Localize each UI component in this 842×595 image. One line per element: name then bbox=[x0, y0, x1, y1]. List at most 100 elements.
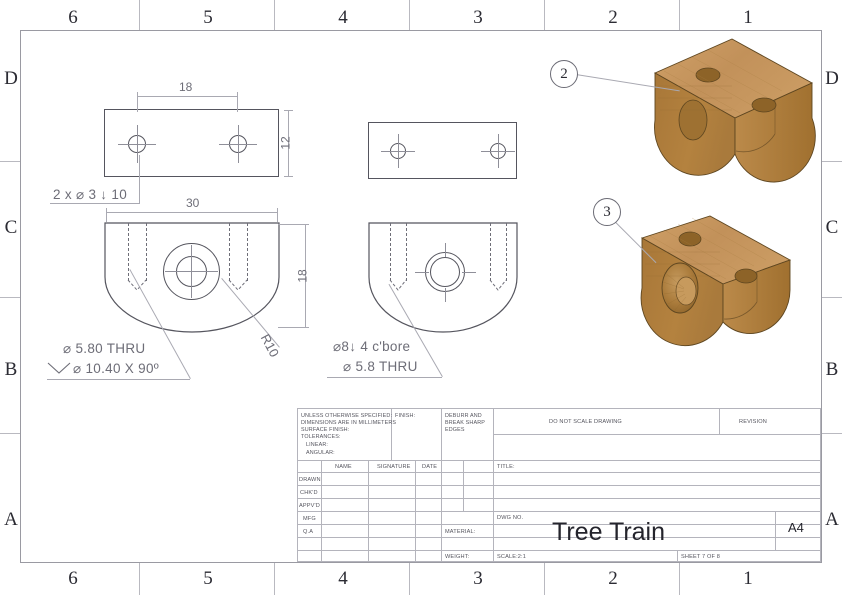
tb-title-label: TITLE: bbox=[497, 464, 515, 470]
tb-deburr-line3: EDGES bbox=[445, 427, 465, 433]
countersink-callout-line1: ⌀ 5.80 THRU bbox=[63, 341, 146, 356]
tb-col-signature: SIGNATURE bbox=[377, 464, 411, 470]
tb-vline-notes bbox=[391, 408, 392, 460]
tb-hline-top-right bbox=[493, 434, 821, 435]
iso-top-hole-1 bbox=[695, 67, 721, 83]
middle-top-outline bbox=[368, 122, 517, 179]
tb-row-mfg: MFG bbox=[303, 516, 316, 522]
tb-note-line2: DIMENSIONS ARE IN MILLIMETERS bbox=[301, 420, 397, 426]
zone-tick-left-3 bbox=[0, 433, 21, 434]
tb-row-drawn: DRAWN bbox=[299, 477, 321, 483]
tb-vline-sig bbox=[415, 460, 416, 562]
tb-sheet-label: SHEET 7 OF 8 bbox=[681, 554, 721, 560]
iso-bottom-hole-2 bbox=[734, 268, 758, 284]
zone-number-top-4: 4 bbox=[338, 7, 348, 28]
tb-note-line3: SURFACE FINISH: bbox=[301, 427, 350, 433]
middle-front-centermark-v-bot bbox=[444, 288, 446, 302]
tb-hline-8 bbox=[297, 550, 821, 551]
zone-letter-right-C: C bbox=[825, 217, 839, 238]
zone-number-top-2: 2 bbox=[608, 7, 618, 28]
iso-top-model bbox=[653, 38, 816, 183]
zone-tick-bottom-1 bbox=[139, 563, 140, 595]
middle-top-hole-2-centermark-v bbox=[497, 134, 499, 168]
iso-top-center-bore bbox=[678, 99, 708, 141]
tb-hline-2 bbox=[297, 472, 821, 473]
iso-bottom-hole-1 bbox=[678, 231, 702, 247]
mid-blind-hole-left-side-1 bbox=[390, 223, 392, 281]
tb-vline-mat bbox=[441, 511, 442, 562]
zone-tick-top-5 bbox=[679, 0, 680, 30]
tb-vline-deburr bbox=[441, 408, 442, 460]
top-left-hole-note-underline bbox=[50, 203, 140, 204]
tb-hline-6 bbox=[297, 524, 821, 525]
tb-weight-label: WEIGHT: bbox=[445, 554, 470, 560]
blind-hole-left-side-1 bbox=[128, 223, 130, 281]
tb-note-line6: ANGULAR: bbox=[306, 450, 335, 456]
middle-front-centermark-h-right bbox=[462, 271, 476, 273]
balloon-3[interactable]: 3 bbox=[593, 198, 621, 226]
dim-18-line bbox=[137, 96, 238, 97]
mid-blind-hole-left-side-2 bbox=[406, 223, 408, 281]
blind-hole-right-side-2 bbox=[247, 223, 249, 281]
cbore-callout-line2: ⌀ 5.8 THRU bbox=[343, 359, 418, 374]
drawing-title: Tree Train bbox=[552, 518, 666, 546]
dim-18h-label: 18 bbox=[295, 269, 310, 283]
dim-18h-ext-bot bbox=[278, 327, 309, 328]
zone-letter-left-D: D bbox=[4, 68, 18, 89]
tb-deburr-line1: DEBURR AND bbox=[445, 413, 482, 419]
middle-front-centermark-h-left bbox=[415, 271, 429, 273]
blind-hole-right-side-1 bbox=[229, 223, 231, 281]
drawing-frame bbox=[20, 30, 822, 563]
blind-hole-right-tip bbox=[228, 279, 248, 291]
tb-vline-right-main bbox=[493, 408, 494, 562]
tb-material-label: MATERIAL: bbox=[445, 529, 476, 535]
blind-hole-left-side-2 bbox=[146, 223, 148, 281]
dim-12-ext-bot bbox=[284, 176, 293, 177]
tb-vline-x1 bbox=[463, 460, 464, 511]
zone-tick-right-3 bbox=[821, 433, 842, 434]
tb-vline-sheet bbox=[677, 550, 678, 562]
tb-hline-4 bbox=[297, 498, 821, 499]
zone-number-bottom-4: 4 bbox=[338, 568, 348, 589]
tb-col-name: NAME bbox=[335, 464, 352, 470]
zone-tick-bottom-5 bbox=[679, 563, 680, 595]
zone-letter-left-A: A bbox=[4, 509, 18, 530]
tb-hline-5 bbox=[297, 511, 821, 512]
zone-tick-bottom-3 bbox=[409, 563, 410, 595]
zone-tick-top-3 bbox=[409, 0, 410, 30]
iso-top-hole-2 bbox=[751, 97, 777, 113]
balloon-2[interactable]: 2 bbox=[550, 60, 578, 88]
mid-blind-hole-right-tip bbox=[489, 279, 507, 291]
dim-18-ext-right bbox=[237, 92, 238, 112]
title-block: UNLESS OTHERWISE SPECIFIED: DIMENSIONS A… bbox=[297, 408, 821, 562]
left-front-countersink-outer bbox=[163, 243, 220, 300]
cbore-callout-underline bbox=[327, 377, 442, 378]
tb-col-date: DATE bbox=[422, 464, 438, 470]
zone-number-bottom-3: 3 bbox=[473, 568, 483, 589]
dim-30-ext-left bbox=[106, 208, 107, 222]
tb-row-qa: Q.A bbox=[303, 529, 314, 535]
zone-tick-bottom-4 bbox=[544, 563, 545, 595]
zone-tick-bottom-2 bbox=[274, 563, 275, 595]
tb-hline-7 bbox=[297, 537, 821, 538]
dim-18-label: 18 bbox=[179, 80, 193, 94]
zone-number-top-3: 3 bbox=[473, 7, 483, 28]
tb-note-line5: LINEAR: bbox=[306, 442, 329, 448]
blind-hole-left-tip bbox=[127, 279, 147, 291]
middle-front-cbore-inner bbox=[430, 257, 460, 287]
countersink-symbol-icon bbox=[47, 362, 71, 374]
dim-18h-ext-top bbox=[278, 224, 309, 225]
zone-tick-left-2 bbox=[0, 297, 21, 298]
mid-blind-hole-right-side-1 bbox=[490, 223, 492, 281]
mid-blind-hole-left-tip bbox=[389, 279, 407, 291]
dim-12-line bbox=[288, 110, 289, 176]
top-left-hole-note-leader-v bbox=[139, 155, 140, 203]
middle-top-hole-1-centermark-v bbox=[397, 134, 399, 168]
zone-number-bottom-1: 1 bbox=[743, 568, 753, 589]
zone-tick-right-2 bbox=[821, 297, 842, 298]
dim-18h-line bbox=[305, 224, 306, 328]
sheet-size-label: A4 bbox=[788, 520, 804, 535]
tb-vline-rev bbox=[719, 408, 720, 434]
iso-bottom-counterbore-inner bbox=[675, 276, 697, 306]
tb-do-not-scale: DO NOT SCALE DRAWING bbox=[549, 419, 622, 425]
